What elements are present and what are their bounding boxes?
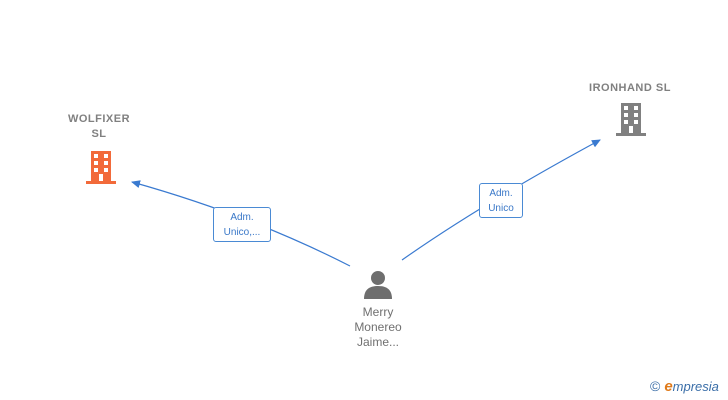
building-icon[interactable] <box>615 102 647 136</box>
empresia-logo: ©empresia <box>650 378 719 395</box>
company-label-wolfixer[interactable]: WOLFIXER SL <box>67 113 131 140</box>
person-icon[interactable] <box>362 268 394 300</box>
person-label[interactable]: Merry Monereo Jaime... <box>354 305 402 349</box>
building-icon[interactable] <box>85 150 117 184</box>
edge-label-role[interactable]: Adm. Unico <box>479 183 523 218</box>
copyright-icon: © <box>650 378 661 394</box>
company-label-ironhand[interactable]: IRONHAND SL <box>589 82 671 94</box>
edge-label-role[interactable]: Adm. Unico,... <box>213 207 271 242</box>
